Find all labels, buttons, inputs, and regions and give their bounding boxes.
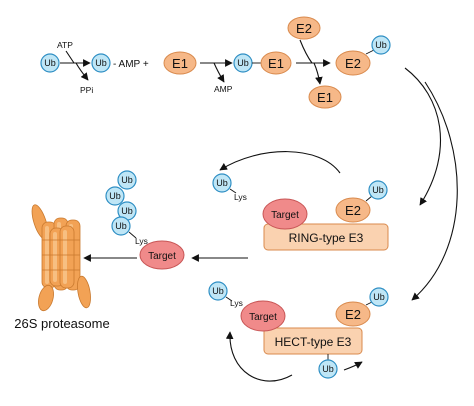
- lysine-label: Lys: [234, 192, 247, 202]
- ubiquitin-icon: [212, 173, 232, 193]
- e2-enzyme-shape: [335, 50, 371, 76]
- hect-e3-box: [263, 327, 363, 355]
- ubiquitin-label: Ub: [216, 178, 228, 188]
- hect-e3-complex: HECT-type E3 Target E2 Ub Ub Lys Ub: [208, 281, 389, 379]
- lysine-label: Lys: [135, 236, 148, 246]
- e2-label: E2: [296, 21, 312, 36]
- e2-to-hect-transfer-arrow: [343, 361, 363, 371]
- e2-ub-complex: E2 Ub: [335, 35, 391, 76]
- e1-enzyme-shape: [260, 51, 292, 75]
- target-protein: [262, 198, 308, 230]
- ubiquitin-label: Ub: [95, 58, 107, 68]
- ubiquitin-icon: [105, 186, 125, 206]
- e2-to-hect-arrow: [411, 81, 458, 301]
- ubiquitin-label: Ub: [121, 175, 133, 185]
- e1-enzyme: E1: [163, 51, 197, 75]
- proteasome-icon: [31, 204, 91, 312]
- ppi-output-curve: [75, 62, 89, 81]
- ubiquitin-icon: [111, 216, 131, 236]
- ring-transfer-arrow: [219, 151, 341, 174]
- target-protein: [240, 300, 286, 332]
- polyubiquitinated-target: Ub Ub Ub Ub Lys Target: [105, 170, 185, 270]
- proteasome-label: 26S proteasome: [14, 316, 109, 331]
- isopeptide-bond: [225, 296, 233, 302]
- ring-e3-label: RING-type E3: [289, 231, 364, 245]
- ubiquitin-icon: [368, 180, 388, 200]
- e1-label: E1: [317, 90, 333, 105]
- e1-enzyme-released: E1: [308, 85, 342, 109]
- ubiquitin-label: Ub: [109, 191, 121, 201]
- e2-enzyme-free: E2: [287, 16, 321, 40]
- target-protein: [139, 240, 185, 270]
- hect-e3-label: HECT-type E3: [275, 335, 352, 349]
- thioester-bond: [365, 195, 373, 202]
- ubiquitin-label: Ub: [322, 364, 334, 374]
- e2-label: E2: [345, 307, 361, 322]
- e2-label: E2: [345, 56, 361, 71]
- ubiquitin-label: Ub: [121, 206, 133, 216]
- e2-input-curve: [299, 39, 313, 64]
- amp-label: AMP: [214, 84, 233, 94]
- ubiquitin-icon: [208, 281, 228, 301]
- atp-input-curve: [65, 50, 75, 64]
- ubiquitin-label: Ub: [372, 185, 384, 195]
- e2-to-ring-arrow: [404, 67, 441, 206]
- ppi-label: PPi: [80, 85, 93, 95]
- thioester-bond: [365, 49, 375, 55]
- ub-amp-complex: Ub: [91, 53, 111, 73]
- e2-enzyme-shape: [335, 301, 371, 327]
- isopeptide-bond: [229, 188, 237, 194]
- ubiquitin-icon: [318, 359, 338, 379]
- isopeptide-bond: [128, 231, 137, 239]
- e1-enzyme-shape: [163, 51, 197, 75]
- ubiquitin-icon: [40, 53, 60, 73]
- e1-label: E1: [172, 56, 188, 71]
- atp-label: ATP: [57, 40, 73, 50]
- amp-output-curve: [213, 62, 225, 83]
- ubiquitin-label: Ub: [237, 58, 249, 68]
- e1-release-curve: [313, 62, 323, 85]
- e2-enzyme-shape: [335, 197, 371, 223]
- e2-enzyme-shape: [287, 16, 321, 40]
- target-label: Target: [271, 210, 299, 221]
- ubiquitin-label: Ub: [115, 221, 127, 231]
- free-ubiquitin: Ub: [40, 53, 60, 73]
- ubiquitin-label: Ub: [44, 58, 56, 68]
- ubiquitin-label: Ub: [375, 40, 387, 50]
- target-label: Target: [148, 251, 176, 262]
- ubiquitin-icon: [369, 287, 389, 307]
- ubiquitin-icon: [371, 35, 391, 55]
- ubiquitin-label: Ub: [373, 292, 385, 302]
- ring-e3-box: [263, 223, 389, 251]
- e1-enzyme-shape: [308, 85, 342, 109]
- ubiquitin-icon: [117, 170, 137, 190]
- ubiquitin-label: Ub: [212, 286, 224, 296]
- hect-transfer-arrow: [225, 331, 293, 382]
- e2-label: E2: [345, 203, 361, 218]
- lysine-label: Lys: [230, 298, 243, 308]
- ring-e3-complex: RING-type E3 Target E2 Ub Ub Lys: [212, 173, 389, 251]
- target-label: Target: [249, 312, 277, 323]
- e1-label: E1: [268, 56, 284, 71]
- thioester-bond: [365, 301, 373, 306]
- amp-plus-label: - AMP +: [113, 59, 149, 70]
- ub-e1-complex: Ub E1: [233, 51, 292, 75]
- ubiquitin-icon: [91, 53, 111, 73]
